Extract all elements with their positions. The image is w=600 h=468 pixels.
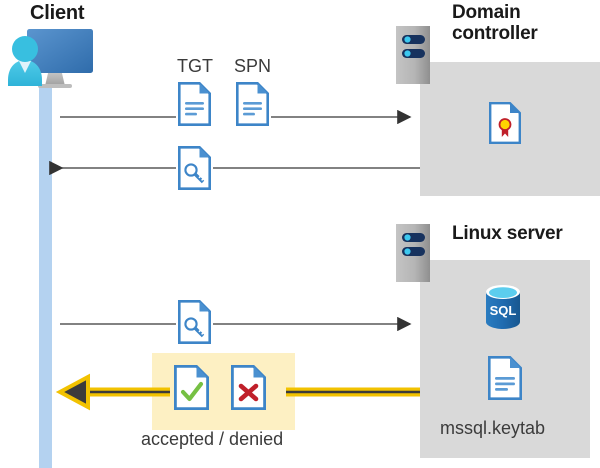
sql-database-icon: SQL — [483, 284, 523, 330]
tgt-label: TGT — [177, 56, 213, 76]
spn-document-icon — [236, 82, 269, 126]
spn-label: SPN — [234, 56, 272, 76]
verdict-caption: accepted / denied — [141, 429, 284, 449]
keytab-filename-caption: mssql.keytab — [440, 418, 546, 438]
key-document-icon-ticket-presented — [178, 300, 211, 344]
linux-server-title: Linux server — [452, 223, 563, 244]
user-computer-icon — [5, 24, 97, 96]
denied-document-icon — [231, 365, 266, 410]
sql-db-label: SQL — [490, 303, 517, 318]
server-rack-icon-linux-server — [396, 224, 430, 282]
tgt-document-icon — [178, 82, 211, 126]
client-lifeline — [39, 86, 52, 468]
keytab-document-icon — [488, 356, 522, 400]
key-document-icon-ticket-issued — [178, 146, 211, 190]
accepted-document-icon — [174, 365, 209, 410]
client-title: Client — [30, 2, 85, 24]
domain-controller-title: Domain controller — [452, 2, 538, 45]
certificate-document-icon — [489, 102, 521, 144]
server-rack-icon-domain-controller — [396, 26, 430, 84]
